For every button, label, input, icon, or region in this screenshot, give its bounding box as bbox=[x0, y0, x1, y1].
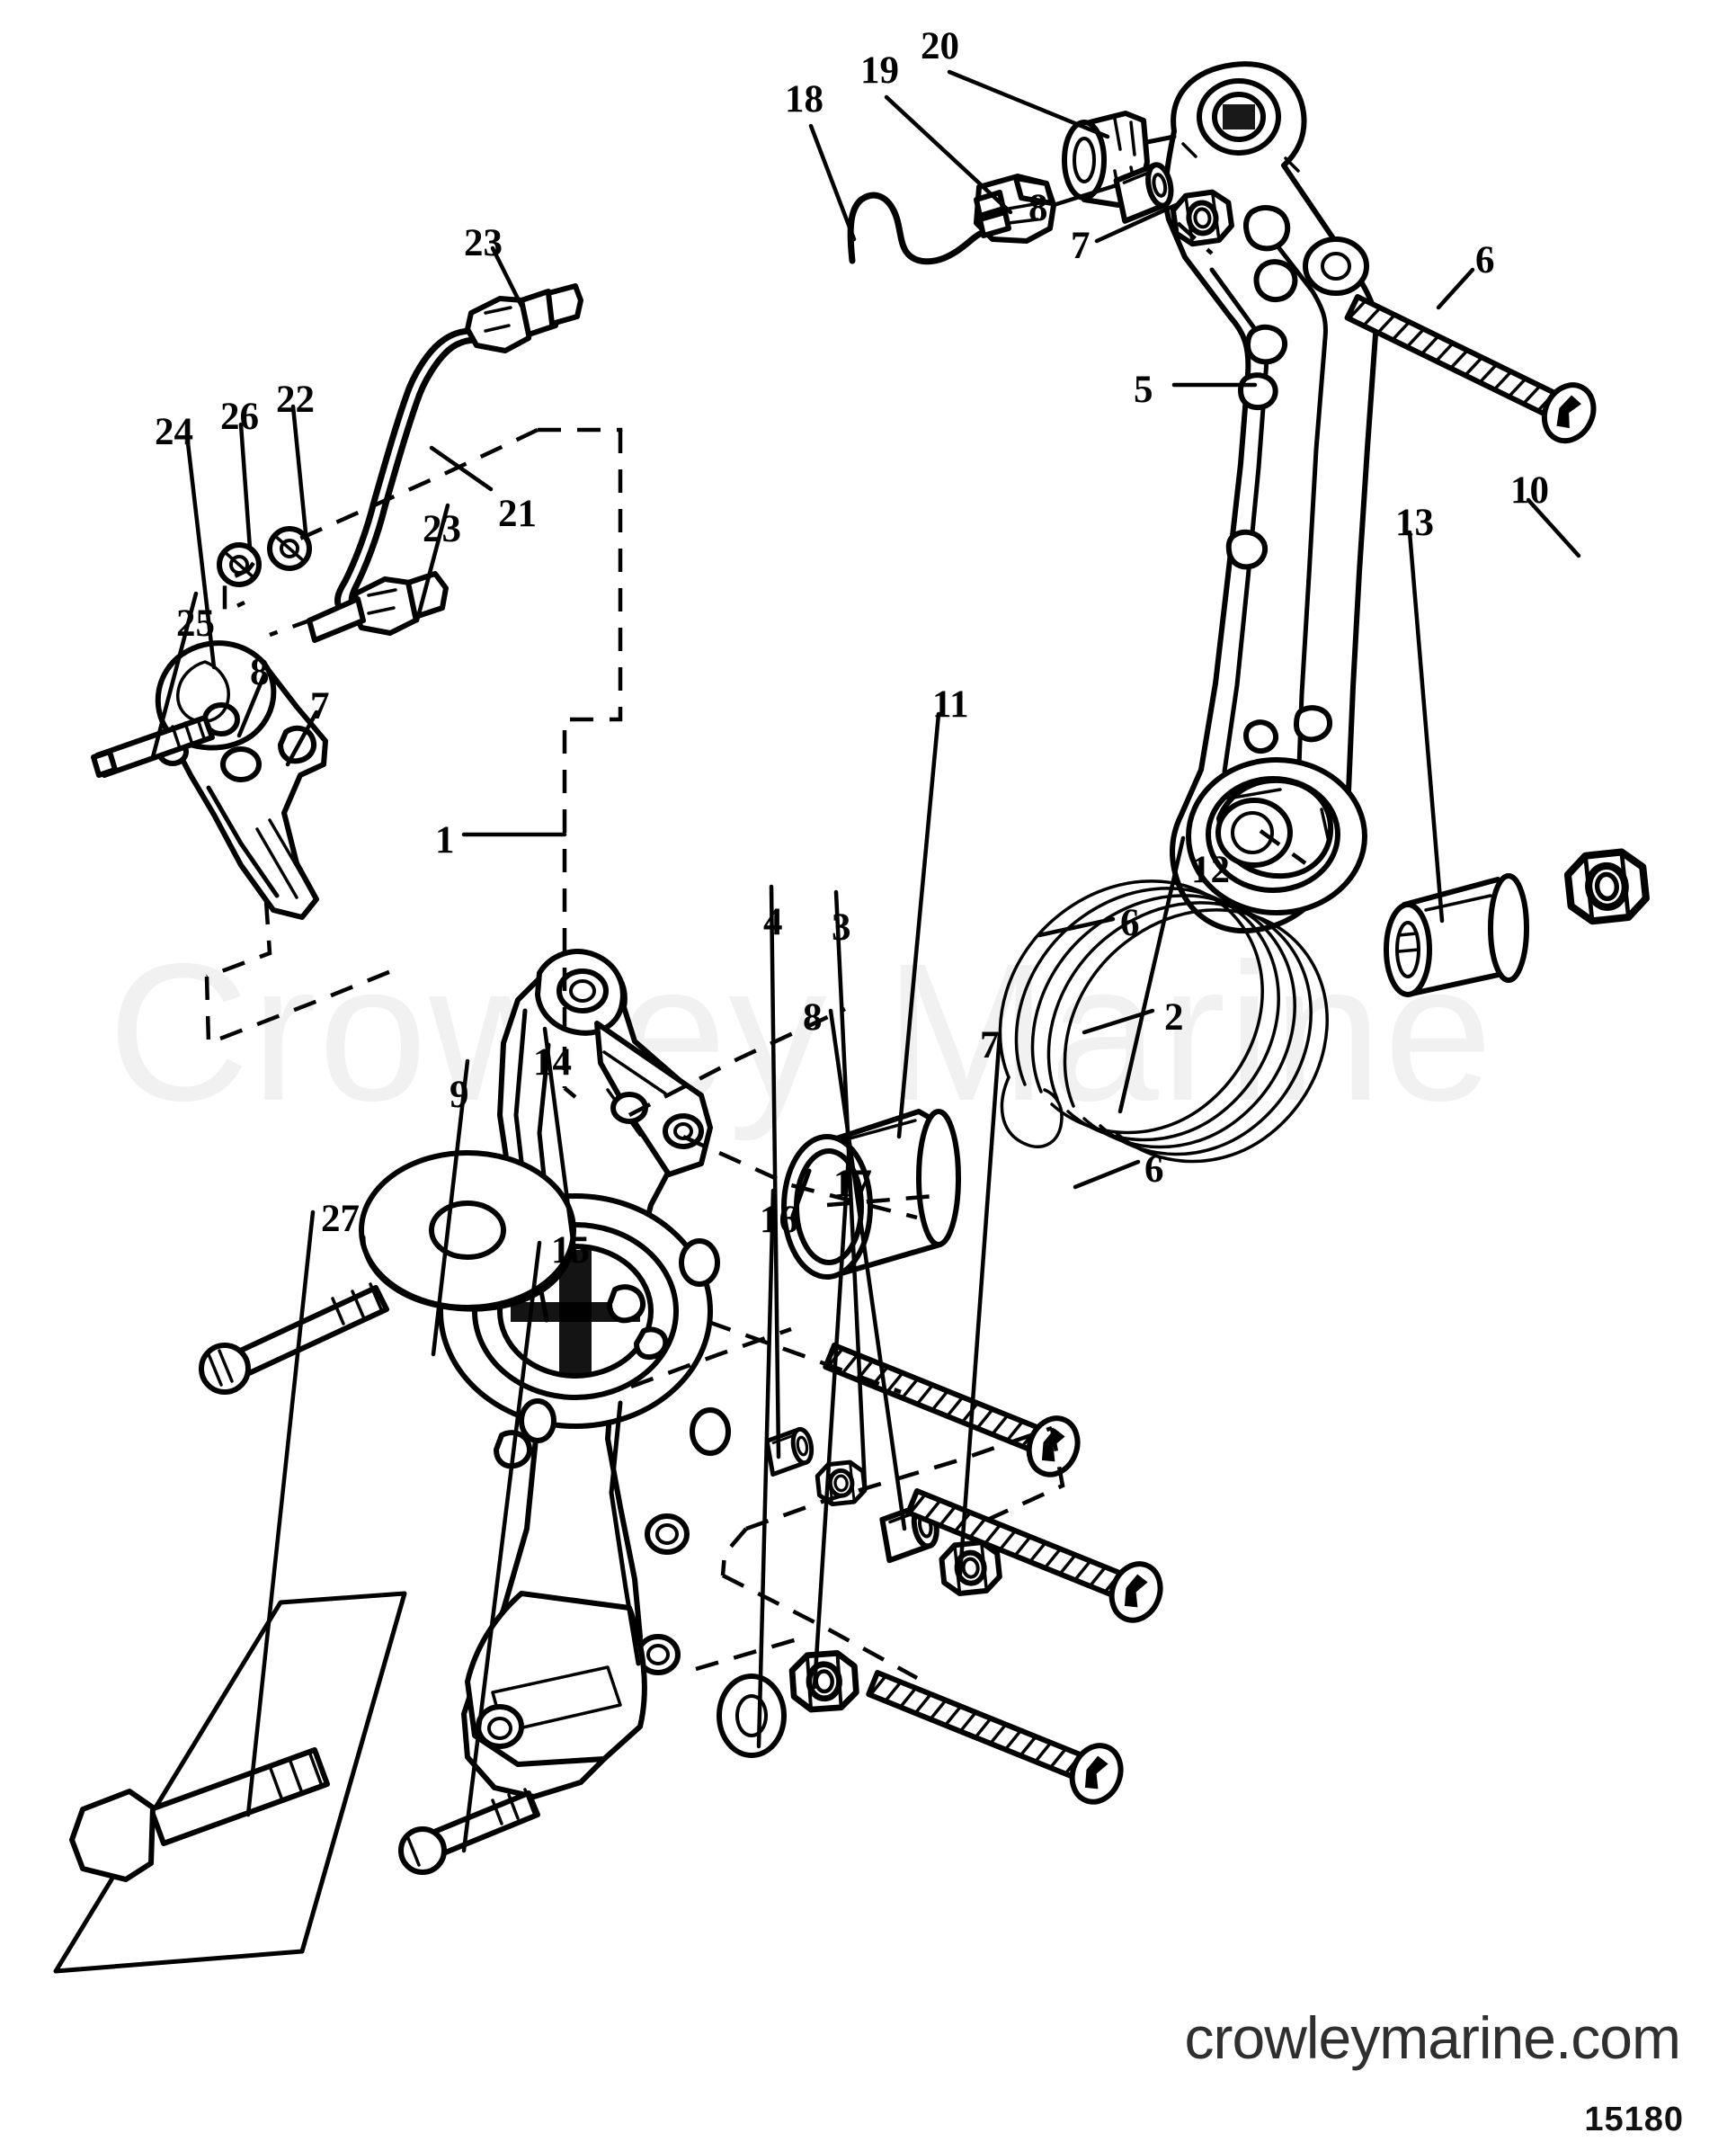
callout-number: 8 bbox=[1028, 187, 1048, 229]
diagram-number: 15180 bbox=[1584, 2101, 1684, 2138]
callout-leader-lines bbox=[150, 69, 1581, 1853]
callout-number: 20 bbox=[921, 25, 959, 67]
part-screw-bottom bbox=[862, 1656, 1129, 1808]
callout-number: 21 bbox=[498, 493, 537, 535]
callout-number: 17 bbox=[833, 1163, 872, 1205]
callout-number: 26 bbox=[220, 396, 259, 438]
callout-number: 24 bbox=[155, 411, 193, 453]
callout-number: 16 bbox=[760, 1199, 798, 1241]
callout-number: 6 bbox=[1144, 1148, 1164, 1191]
callout-number: 18 bbox=[785, 78, 823, 120]
part-washer-lower bbox=[717, 1673, 787, 1758]
callout-number: 11 bbox=[932, 683, 969, 726]
part-bolt-long bbox=[199, 1282, 389, 1395]
part-screw-upper bbox=[1340, 281, 1602, 449]
part-hex-nut bbox=[1566, 850, 1648, 923]
part-swivel-bracket bbox=[438, 949, 731, 1799]
assembly-reference-lines bbox=[204, 221, 1307, 1680]
callout-number: 23 bbox=[464, 222, 503, 264]
callout-number: 10 bbox=[1510, 469, 1549, 512]
callout-number: 25 bbox=[176, 602, 215, 645]
callout-number: 7 bbox=[1071, 225, 1091, 267]
callout-number: 2 bbox=[1164, 996, 1184, 1039]
part-bolt-short bbox=[398, 1788, 540, 1875]
callout-number: 13 bbox=[1395, 502, 1434, 544]
callout-number: 4 bbox=[763, 901, 783, 943]
part-cable-clamp bbox=[974, 174, 1056, 244]
callout-number: 6 bbox=[1475, 239, 1495, 281]
part-coil-spring bbox=[998, 879, 1329, 1164]
callout-number: 7 bbox=[310, 685, 330, 727]
callout-number: 6 bbox=[1120, 902, 1140, 944]
callout-number: 8 bbox=[250, 651, 270, 693]
part-swivel-fitting-lower bbox=[307, 571, 449, 643]
part-steering-arm bbox=[1162, 61, 1379, 933]
callout-number: 5 bbox=[1134, 369, 1153, 411]
part-locknut-upper bbox=[1171, 190, 1233, 245]
part-wire-rod bbox=[847, 192, 984, 265]
part-spacer-small bbox=[766, 1428, 815, 1475]
callout-number: 23 bbox=[423, 508, 461, 550]
callout-number: 7 bbox=[980, 1024, 1000, 1067]
part-flanged-bushing bbox=[1384, 873, 1529, 997]
part-hex-bolt bbox=[69, 1747, 330, 1882]
callout-number: 1 bbox=[435, 819, 455, 861]
callout-number: 8 bbox=[803, 996, 823, 1039]
callout-number: 14 bbox=[533, 1041, 572, 1084]
callout-number: 15 bbox=[551, 1229, 590, 1272]
part-washer-22 bbox=[267, 526, 312, 571]
callout-number: 9 bbox=[450, 1074, 469, 1116]
callout-number: 12 bbox=[1191, 849, 1230, 891]
part-swivel-fitting-upper bbox=[465, 283, 583, 353]
callout-number: 19 bbox=[860, 49, 899, 92]
part-flat-washer bbox=[359, 1150, 576, 1312]
callout-number: 22 bbox=[276, 379, 315, 421]
callout-number: 27 bbox=[321, 1198, 360, 1240]
part-locknut-small bbox=[816, 1461, 866, 1505]
site-url-text: crowleymarine.com bbox=[1184, 2004, 1681, 2071]
part-cam-lever bbox=[155, 640, 328, 920]
part-locknut-lower bbox=[791, 1652, 857, 1710]
inset-box bbox=[53, 1591, 407, 1974]
callout-number: 3 bbox=[832, 906, 851, 949]
